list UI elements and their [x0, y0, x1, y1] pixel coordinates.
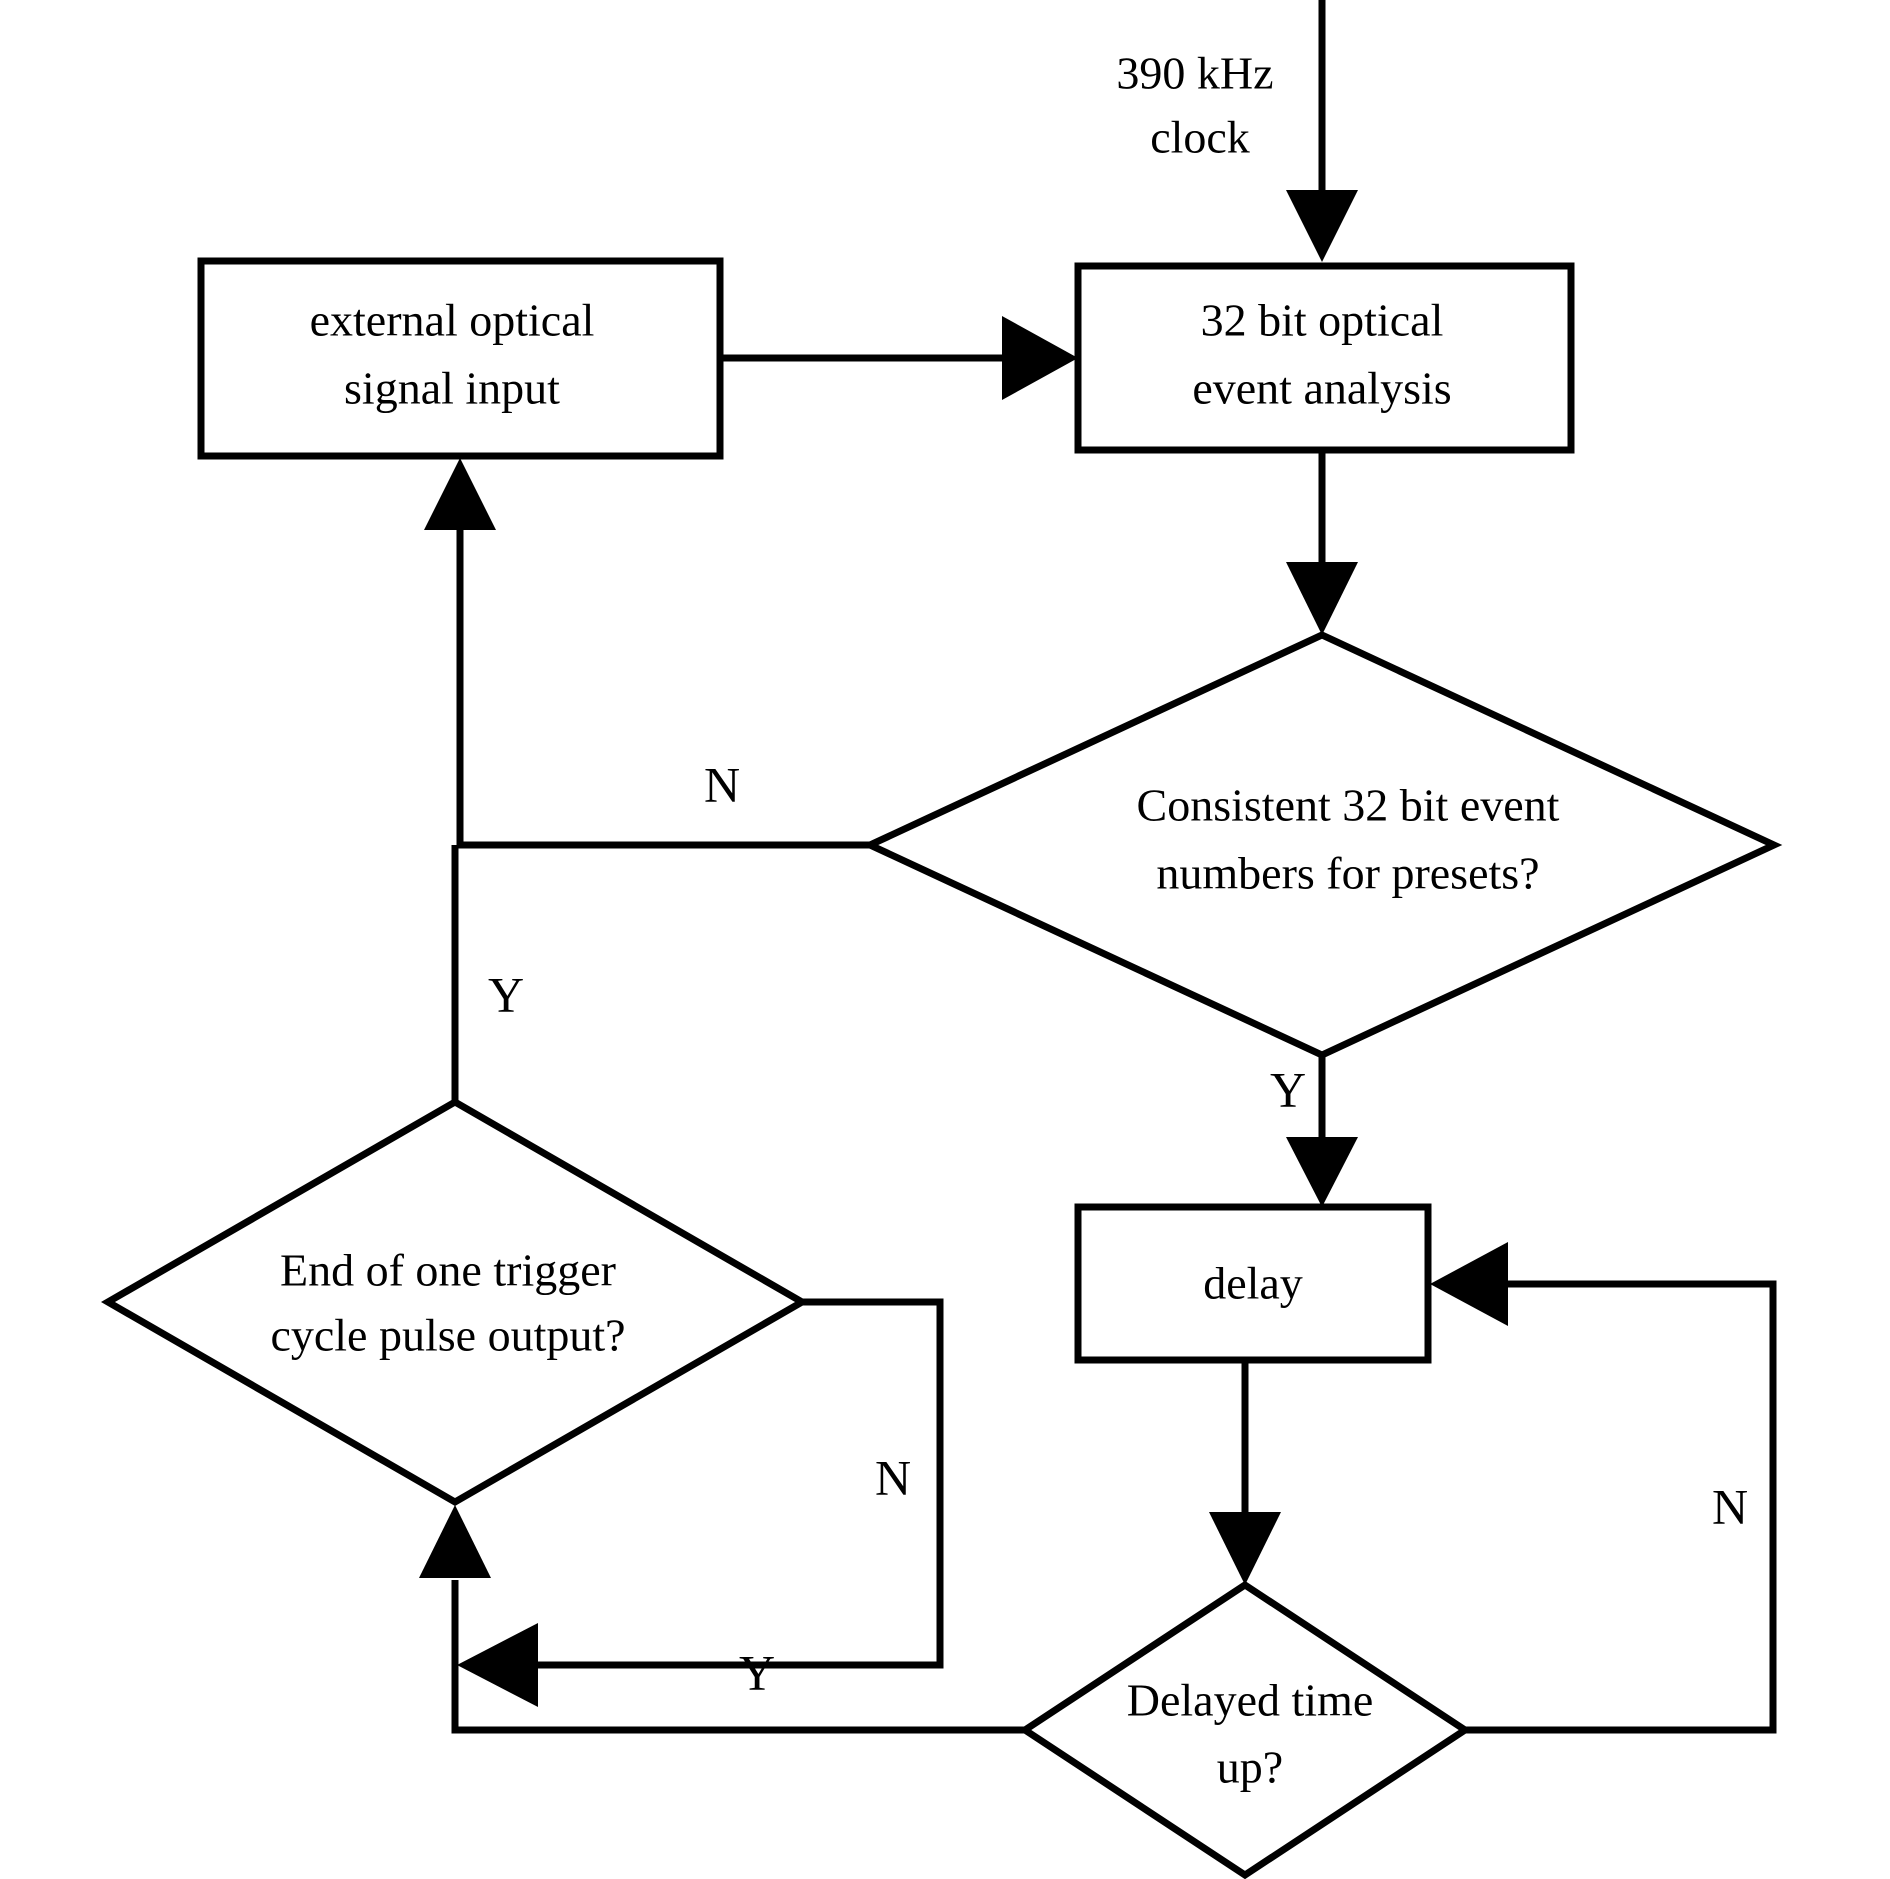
node-external-optical-signal-input[interactable] — [197, 257, 724, 460]
node-consistent-event-numbers-decision[interactable] — [861, 631, 1783, 1059]
edge-delayed-yes-to-trigger-check — [419, 1505, 1025, 1734]
edge-consistent-yes-to-delay — [1286, 1055, 1358, 1207]
edge-label-delayed-no: N — [1712, 1478, 1748, 1534]
clock-label-line1: 390 kHz — [1116, 48, 1273, 99]
trigger-check-label-line2: cycle pulse output? — [270, 1310, 625, 1361]
delay-label: delay — [1203, 1258, 1303, 1309]
edge-clock-to-event-analysis — [1286, 0, 1358, 262]
clock-label-line2: clock — [1150, 112, 1250, 163]
edge-label-consistent-no: N — [704, 756, 740, 812]
event-analysis-label-line2: event analysis — [1192, 363, 1451, 414]
edge-label-delay-yes: Y — [1270, 1061, 1306, 1117]
trigger-check-label-line1: End of one trigger — [280, 1245, 616, 1296]
node-32bit-optical-event-analysis[interactable] — [1074, 262, 1575, 454]
edge-delayed-no-to-delay — [1430, 1242, 1777, 1734]
delayed-check-label-line1: Delayed time — [1127, 1675, 1374, 1726]
node-delayed-time-up-decision[interactable] — [1018, 1580, 1472, 1879]
external-input-label-line1: external optical — [310, 295, 595, 346]
edge-event-analysis-to-consistent-check — [1286, 450, 1358, 635]
node-end-of-trigger-cycle-decision[interactable] — [100, 1097, 810, 1507]
edge-label-consistent-yes: Y — [488, 966, 524, 1022]
consistent-check-label-line1: Consistent 32 bit event — [1137, 780, 1560, 831]
node-delay[interactable] — [1074, 1203, 1432, 1364]
event-analysis-label-line1: 32 bit optical — [1201, 295, 1444, 346]
edge-label-delayed-yes: Y — [739, 1644, 775, 1700]
delayed-check-label-line2: up? — [1217, 1742, 1283, 1793]
edge-label-trigger-no: N — [875, 1449, 911, 1505]
consistent-check-label-line2: numbers for presets? — [1156, 848, 1539, 899]
external-input-label-line2: signal input — [344, 363, 560, 414]
edge-consistent-no-to-input — [424, 458, 870, 849]
edge-delay-to-delayed-check — [1209, 1360, 1281, 1585]
edge-input-to-event-analysis — [720, 316, 1078, 400]
edge-trigger-no-loop — [457, 1298, 944, 1707]
